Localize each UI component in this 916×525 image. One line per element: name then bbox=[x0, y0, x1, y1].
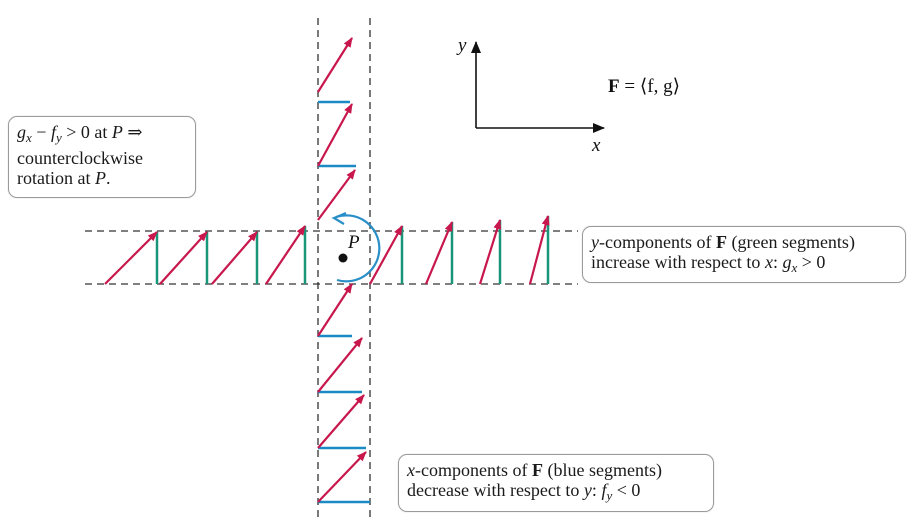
inequality: < 0 bbox=[612, 480, 641, 500]
gx-subscript: x bbox=[791, 260, 798, 275]
green-segments-text: (green segments) bbox=[726, 232, 855, 252]
point-p-label: P bbox=[347, 232, 360, 253]
field-symbol: F bbox=[531, 460, 543, 480]
colon: : bbox=[772, 252, 783, 272]
field-arrow bbox=[528, 215, 550, 285]
field-arrow bbox=[317, 37, 353, 93]
minus-sign: − bbox=[31, 122, 51, 142]
curl-condition-line: gx − fy > 0 at P ⇒ bbox=[17, 122, 187, 148]
field-arrow bbox=[369, 225, 403, 285]
x-var: x bbox=[764, 252, 773, 272]
y-components-line: y-components of F (green segments) bbox=[591, 232, 897, 252]
condition-text: > 0 at bbox=[61, 122, 112, 142]
rotation-arrowhead bbox=[331, 211, 347, 225]
field-arrow bbox=[104, 231, 158, 285]
counterclockwise-line: counterclockwise bbox=[17, 148, 143, 168]
fy-symbol: f bbox=[50, 122, 56, 142]
field-arrow bbox=[424, 221, 454, 285]
field-symbol: F bbox=[608, 76, 620, 97]
point-ref: P bbox=[111, 122, 123, 142]
components-text: -components of bbox=[599, 232, 716, 252]
implies-symbol: ⇒ bbox=[122, 122, 143, 142]
x-components-line: x-components of F (blue segments) bbox=[407, 460, 705, 480]
decrease-text: decrease with respect to bbox=[407, 480, 584, 500]
rotation-text: rotation at bbox=[17, 168, 95, 188]
gx-symbol: g bbox=[782, 252, 792, 272]
field-arrow bbox=[317, 283, 353, 337]
fy-symbol: f bbox=[601, 480, 607, 500]
y-components-annotation-box: y-components of F (green segments) incre… bbox=[582, 226, 906, 283]
y-axis-label: y bbox=[456, 35, 467, 56]
field-symbol: F bbox=[715, 232, 727, 252]
field-components: = ⟨f, g⟩ bbox=[620, 76, 680, 97]
counterclockwise-rotation-arc bbox=[335, 214, 381, 283]
y-var: y bbox=[583, 480, 592, 500]
field-arrow bbox=[265, 225, 306, 285]
field-arrow bbox=[159, 231, 208, 285]
decrease-line: decrease with respect to y: fy < 0 bbox=[407, 480, 705, 506]
field-arrow bbox=[478, 219, 502, 285]
field-arrow bbox=[317, 337, 363, 393]
curl-annotation-box: gx − fy > 0 at P ⇒ counterclockwise rota… bbox=[8, 116, 196, 198]
fy-subscript: y bbox=[606, 488, 613, 503]
components-text: -components of bbox=[415, 460, 532, 480]
field-arrow bbox=[211, 231, 258, 285]
rotation-line: rotation at P. bbox=[17, 168, 187, 188]
field-arrow bbox=[317, 103, 353, 167]
period: . bbox=[105, 168, 111, 188]
fy-subscript: y bbox=[55, 130, 62, 145]
x-axis-label: x bbox=[591, 135, 601, 156]
field-arrow bbox=[317, 394, 365, 449]
blue-segments-text: (blue segments) bbox=[542, 460, 662, 480]
increase-text: increase with respect to bbox=[591, 252, 765, 272]
field-definition: F = ⟨f, g⟩ bbox=[608, 76, 680, 97]
colon: : bbox=[591, 480, 602, 500]
horizontal-row-vectors bbox=[104, 215, 550, 285]
inequality: > 0 bbox=[797, 252, 826, 272]
x-components-annotation-box: x-components of F (blue segments) decrea… bbox=[398, 454, 714, 512]
y-var: y bbox=[591, 232, 599, 252]
point-ref: P bbox=[94, 168, 106, 188]
increase-line: increase with respect to x: gx > 0 bbox=[591, 252, 897, 278]
vertical-column-vectors bbox=[317, 37, 370, 504]
gx-subscript: x bbox=[26, 130, 32, 145]
gx-symbol: g bbox=[17, 122, 26, 142]
field-arrow bbox=[317, 169, 356, 221]
field-arrow bbox=[317, 451, 367, 503]
x-var: x bbox=[407, 460, 415, 480]
point-p bbox=[338, 253, 348, 263]
